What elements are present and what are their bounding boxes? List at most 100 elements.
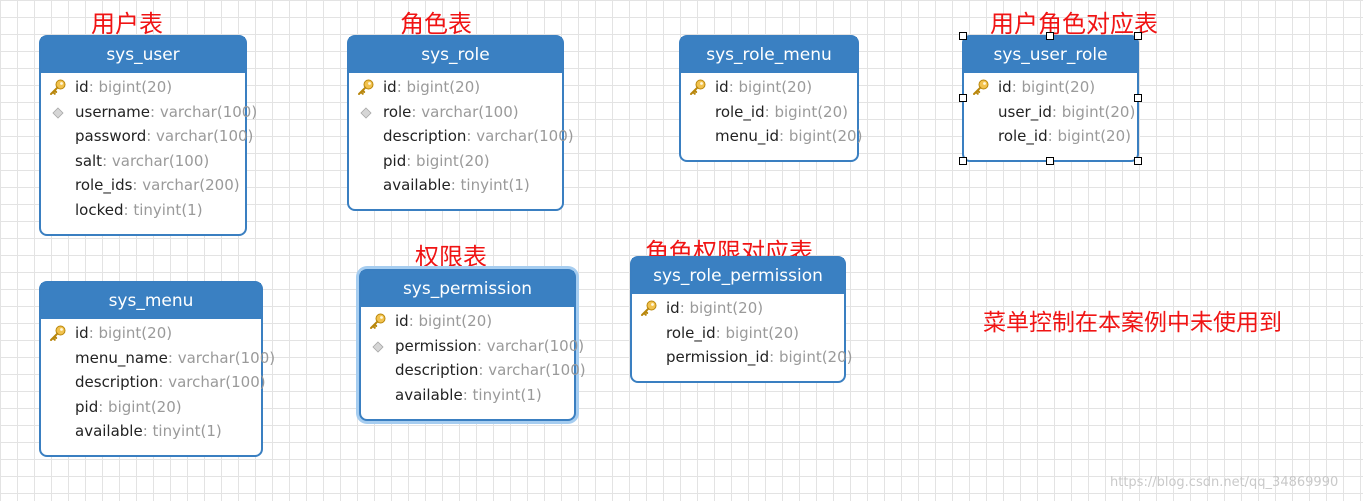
- column-list: id: bigint(20)role_id: bigint(20)permiss…: [632, 294, 853, 376]
- column-type: bigint(20): [108, 397, 182, 416]
- column-name: permission: [395, 336, 477, 355]
- column-row[interactable]: id: bigint(20): [361, 309, 574, 334]
- column-separator: :: [88, 78, 99, 96]
- caption-sys-user: 用户表: [91, 10, 163, 38]
- column-name: description: [75, 373, 159, 392]
- caption-sys-user-role: 用户角色对应表: [990, 10, 1158, 38]
- column-separator: :: [679, 299, 690, 317]
- column-row[interactable]: description: varchar(100): [41, 370, 266, 395]
- key-icon: [370, 313, 386, 329]
- resize-handle-bottom-right[interactable]: [1134, 157, 1142, 165]
- column-separator: :: [728, 78, 739, 96]
- column-name: description: [383, 127, 467, 146]
- column-row[interactable]: id: bigint(20): [964, 75, 1137, 100]
- diamond-icon: [372, 341, 384, 353]
- column-name: salt: [75, 151, 103, 170]
- caption-sys-permission: 权限表: [415, 243, 487, 271]
- column-row[interactable]: description: varchar(100): [361, 358, 586, 383]
- column-row[interactable]: id: bigint(20): [632, 296, 844, 321]
- column-row[interactable]: pid: bigint(20): [41, 395, 261, 420]
- resize-handle-middle-left[interactable]: [959, 94, 967, 102]
- column-type: varchar(100): [168, 373, 266, 392]
- column-row[interactable]: permission_id: bigint(20): [632, 345, 853, 370]
- column-type: bigint(20): [1021, 78, 1096, 96]
- column-row[interactable]: role_id: bigint(20): [681, 100, 857, 125]
- column-row[interactable]: locked: tinyint(1): [41, 198, 245, 223]
- column-row[interactable]: available: tinyint(1): [349, 173, 562, 198]
- column-separator: :: [450, 176, 461, 195]
- column-list: id: bigint(20)role: varchar(100)descript…: [349, 73, 574, 204]
- column-type: bigint(20): [98, 324, 173, 342]
- column-row[interactable]: role_id: bigint(20): [632, 321, 844, 346]
- column-separator: :: [146, 127, 157, 146]
- column-name: menu_id: [715, 127, 780, 146]
- column-name: id: [666, 299, 680, 317]
- resize-handle-top-right[interactable]: [1134, 32, 1142, 40]
- column-row[interactable]: password: varchar(100): [41, 124, 253, 149]
- key-icon: [50, 325, 66, 341]
- column-row[interactable]: permission: varchar(100): [361, 334, 584, 359]
- key-icon: [50, 79, 66, 95]
- column-type: varchar(100): [159, 102, 258, 121]
- column-name: role_id: [715, 102, 765, 121]
- column-row[interactable]: role_ids: varchar(200): [41, 173, 245, 198]
- resize-handle-top-left[interactable]: [959, 32, 967, 40]
- table-header[interactable]: sys_user: [41, 37, 245, 73]
- column-type: bigint(20): [1057, 127, 1131, 146]
- column-row[interactable]: available: tinyint(1): [41, 419, 261, 444]
- column-row[interactable]: user_id: bigint(20): [964, 100, 1137, 125]
- column-type: bigint(20): [416, 151, 490, 170]
- menu-unused-note: 菜单控制在本案例中未使用到: [983, 310, 1282, 336]
- column-row[interactable]: role_id: bigint(20): [964, 124, 1137, 149]
- table-header[interactable]: sys_role: [349, 37, 562, 73]
- column-name: id: [75, 78, 89, 96]
- column-list: id: bigint(20)permission: varchar(100)de…: [361, 307, 586, 413]
- resize-handle-middle-right[interactable]: [1134, 94, 1142, 102]
- column-separator: :: [406, 151, 417, 170]
- table-header[interactable]: sys_user_role: [964, 37, 1137, 73]
- column-row[interactable]: available: tinyint(1): [361, 383, 574, 408]
- column-type: bigint(20): [98, 78, 173, 96]
- column-separator: :: [408, 312, 419, 330]
- watermark: https://blog.csdn.net/qq_34869990: [1110, 475, 1339, 490]
- resize-handle-bottom-center[interactable]: [1046, 157, 1054, 165]
- column-separator: :: [88, 324, 99, 342]
- table-header[interactable]: sys_menu: [41, 283, 261, 319]
- column-row[interactable]: id: bigint(20): [681, 75, 857, 100]
- column-row[interactable]: role: varchar(100): [349, 100, 562, 125]
- column-name: role_id: [998, 127, 1048, 146]
- table-header[interactable]: sys_role_menu: [681, 37, 857, 73]
- column-type: bigint(20): [738, 78, 813, 96]
- column-name: id: [715, 78, 729, 96]
- column-row[interactable]: pid: bigint(20): [349, 149, 562, 174]
- column-row[interactable]: menu_id: bigint(20): [681, 124, 862, 149]
- column-name: pid: [383, 151, 407, 170]
- table-header[interactable]: sys_role_permission: [632, 258, 844, 294]
- table-header[interactable]: sys_permission: [361, 271, 574, 307]
- column-row[interactable]: description: varchar(100): [349, 124, 574, 149]
- column-row[interactable]: salt: varchar(100): [41, 149, 245, 174]
- column-name: available: [383, 176, 451, 195]
- column-separator: :: [102, 151, 112, 170]
- column-row[interactable]: id: bigint(20): [349, 75, 562, 100]
- column-separator: :: [167, 348, 178, 367]
- column-row[interactable]: id: bigint(20): [41, 75, 245, 100]
- column-row[interactable]: id: bigint(20): [41, 321, 261, 346]
- column-row[interactable]: username: varchar(100): [41, 100, 257, 125]
- column-separator: :: [476, 336, 487, 355]
- resize-handle-top-center[interactable]: [1046, 32, 1054, 40]
- column-separator: :: [466, 127, 477, 146]
- resize-handle-bottom-left[interactable]: [959, 157, 967, 165]
- key-icon: [358, 79, 374, 95]
- column-row[interactable]: menu_name: varchar(100): [41, 346, 275, 371]
- column-type: bigint(20): [778, 348, 853, 367]
- column-type: varchar(100): [177, 348, 276, 367]
